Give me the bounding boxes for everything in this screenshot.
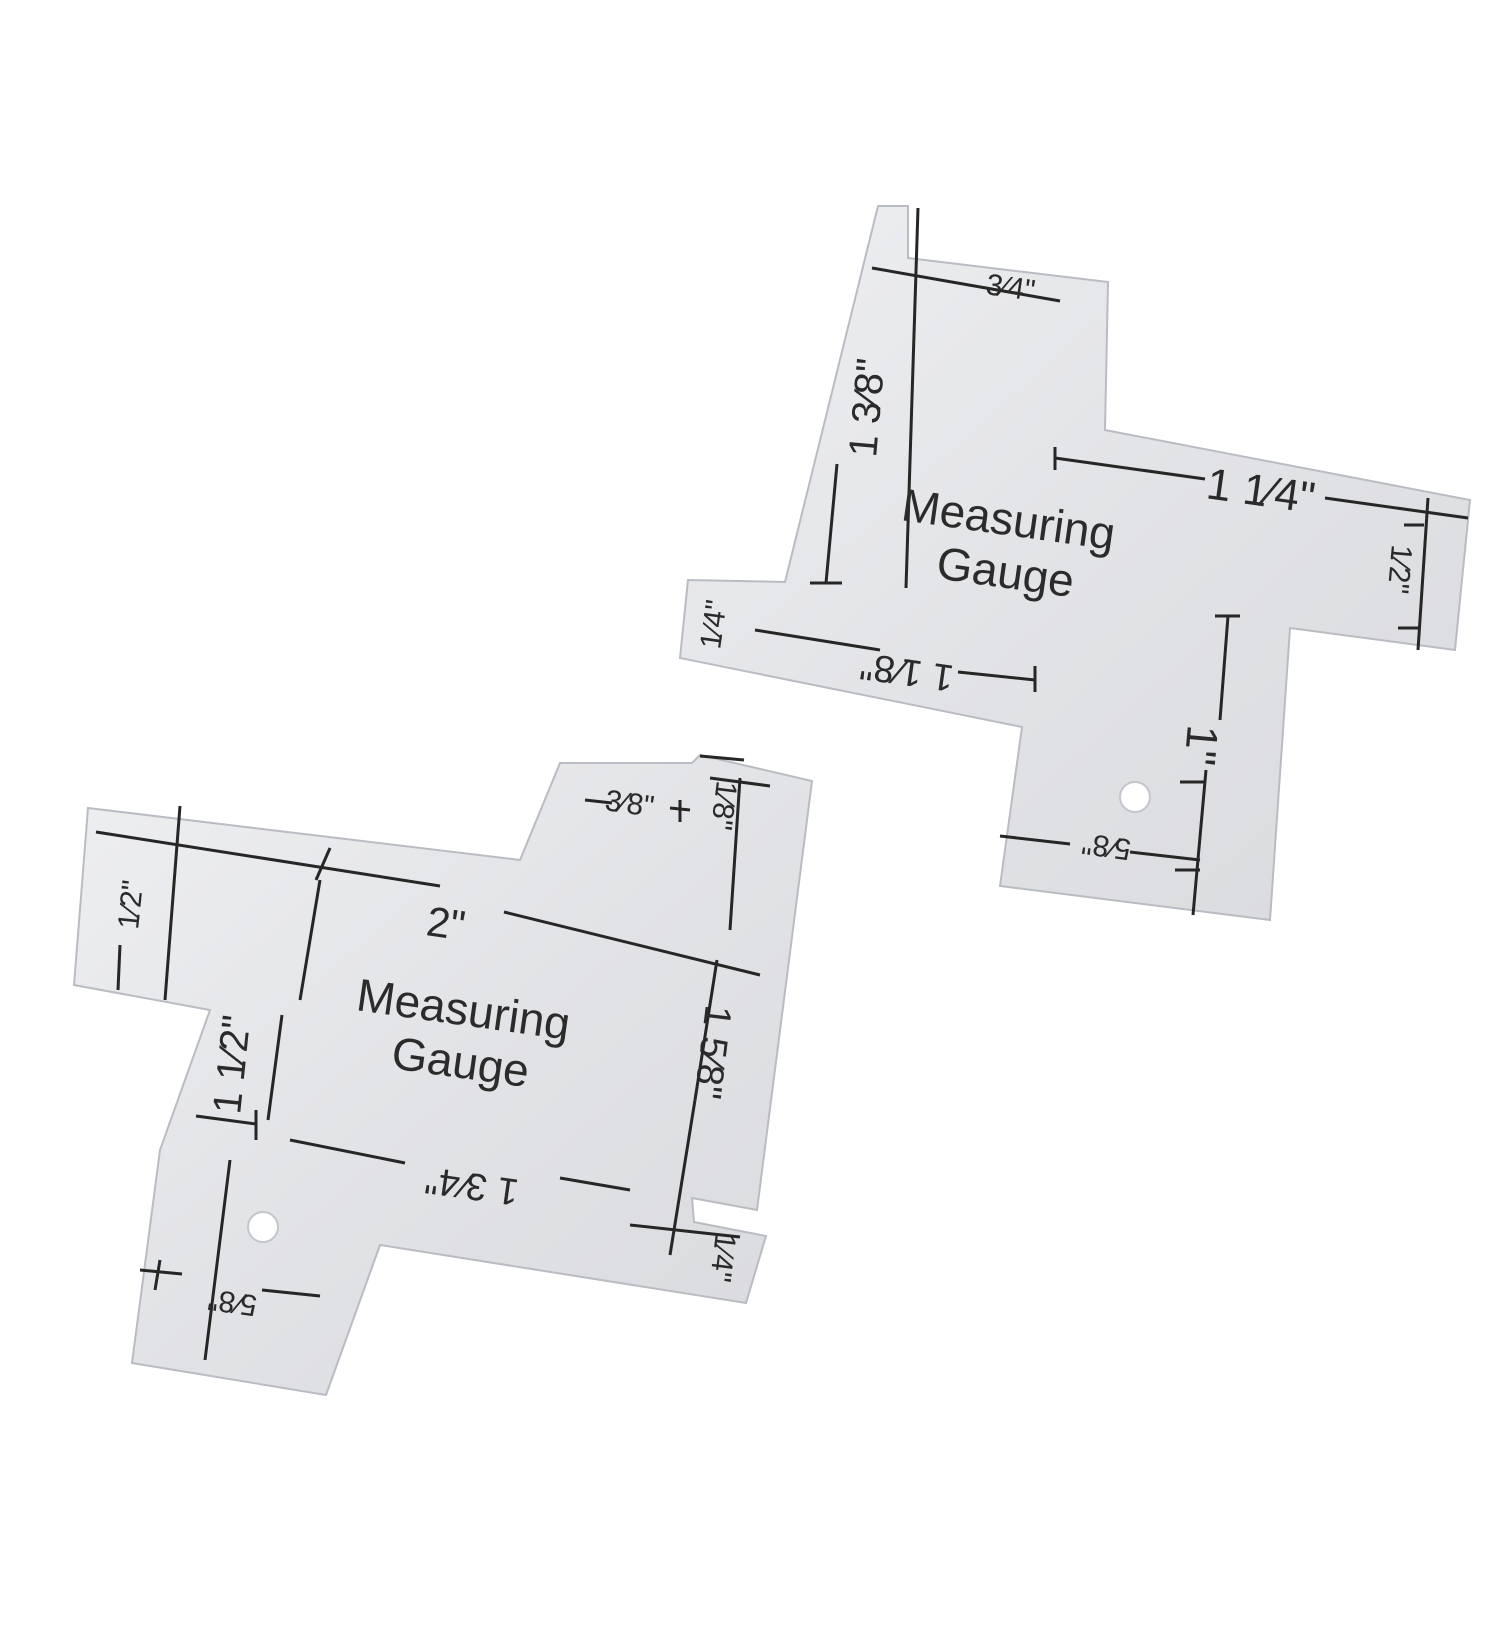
label-two: 2" bbox=[424, 897, 468, 949]
label-half: 1⁄2" bbox=[112, 879, 150, 931]
label-five-eighths: 5⁄8" bbox=[206, 1282, 259, 1322]
label-quarter: 1⁄4" bbox=[703, 1231, 742, 1284]
measuring-gauge-top: 3⁄4" 1 3⁄8" 1 1⁄4" 1⁄2" 1⁄4" 1 1⁄8" 1" 5… bbox=[678, 205, 1472, 922]
gauge-plate-top bbox=[678, 205, 1472, 922]
label-one: 1" bbox=[1175, 723, 1227, 767]
label-one-half: 1 1⁄2" bbox=[205, 1013, 259, 1116]
hanging-hole bbox=[247, 1211, 279, 1243]
label-one-three-eighths: 1 3⁄8" bbox=[841, 357, 893, 459]
label-three-quarter: 3⁄4" bbox=[984, 268, 1037, 308]
label-half: 1⁄2" bbox=[1381, 543, 1418, 595]
label-five-eighths: 5⁄8" bbox=[1080, 826, 1133, 866]
hanging-hole bbox=[1119, 781, 1151, 813]
measuring-gauge-bottom: 1⁄8" 3⁄8" 1⁄2" 2" 1 1⁄2" 1 5⁄8" 1 3⁄4" 1… bbox=[72, 753, 814, 1397]
label-eighth: 1⁄8" bbox=[704, 779, 743, 832]
label-quarter: 1⁄4" bbox=[694, 598, 734, 651]
label-three-eighths: 3⁄8" bbox=[603, 784, 656, 824]
